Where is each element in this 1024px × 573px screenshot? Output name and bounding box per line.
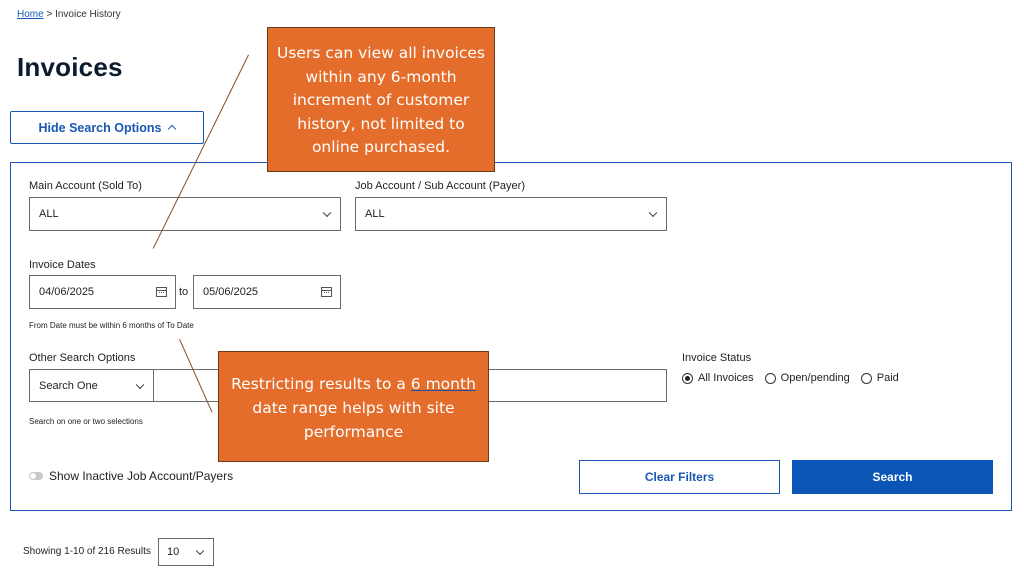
callout-bottom-text-pre: Restricting results to a bbox=[231, 375, 411, 393]
to-date-value: 05/06/2025 bbox=[203, 286, 259, 298]
hide-search-options-button[interactable]: Hide Search Options bbox=[10, 111, 204, 144]
chevron-up-icon bbox=[168, 124, 177, 134]
page-size-select[interactable]: 10 bbox=[158, 538, 214, 566]
annotation-callout-bottom: Restricting results to a 6 month date ra… bbox=[218, 351, 489, 462]
breadcrumb-separator: > bbox=[43, 9, 56, 20]
radio-paid-label[interactable]: Paid bbox=[876, 372, 899, 384]
toggle-switch-icon[interactable] bbox=[29, 472, 43, 480]
chevron-down-icon bbox=[135, 380, 145, 389]
from-date-input[interactable]: 04/06/2025 bbox=[29, 275, 176, 309]
callout-bottom-text-underlined: 6 month bbox=[410, 375, 476, 393]
callout-top-text: Users can view all invoices within any 6… bbox=[277, 44, 485, 156]
main-account-label: Main Account (Sold To) bbox=[29, 180, 142, 192]
radio-paid[interactable] bbox=[860, 372, 872, 384]
job-account-select[interactable]: ALL bbox=[355, 197, 667, 231]
invoice-status-radio-group: All Invoices Open/pending Paid bbox=[682, 372, 899, 384]
from-date-value: 04/06/2025 bbox=[39, 286, 95, 298]
inactive-accounts-label: Show Inactive Job Account/Payers bbox=[49, 469, 234, 483]
other-search-options-label: Other Search Options bbox=[29, 352, 136, 364]
breadcrumb: Home > Invoice History bbox=[17, 9, 121, 20]
chevron-down-icon bbox=[195, 546, 205, 556]
radio-open-pending-label[interactable]: Open/pending bbox=[780, 372, 850, 384]
search-button[interactable]: Search bbox=[792, 460, 993, 494]
calendar-icon[interactable] bbox=[321, 287, 332, 297]
other-search-hint: Search on one or two selections bbox=[29, 417, 143, 426]
to-date-input[interactable]: 05/06/2025 bbox=[193, 275, 341, 309]
search-one-select[interactable]: Search One bbox=[29, 369, 154, 402]
job-account-label: Job Account / Sub Account (Payer) bbox=[355, 180, 525, 192]
breadcrumb-current: Invoice History bbox=[55, 9, 121, 20]
page-title: Invoices bbox=[17, 52, 123, 82]
chevron-down-icon bbox=[322, 208, 332, 218]
radio-all-invoices[interactable] bbox=[682, 372, 693, 384]
date-range-hint: From Date must be within 6 months of To … bbox=[29, 321, 194, 330]
radio-open-pending[interactable] bbox=[764, 372, 776, 384]
calendar-icon[interactable] bbox=[156, 287, 167, 297]
clear-filters-button[interactable]: Clear Filters bbox=[579, 460, 780, 494]
results-count: Showing 1-10 of 216 Results bbox=[23, 546, 151, 557]
radio-all-invoices-label[interactable]: All Invoices bbox=[698, 372, 754, 384]
hide-search-options-label: Hide Search Options bbox=[38, 120, 162, 135]
page-size-value: 10 bbox=[167, 546, 180, 558]
breadcrumb-home-link[interactable]: Home bbox=[17, 9, 44, 20]
inactive-accounts-toggle[interactable]: Show Inactive Job Account/Payers bbox=[29, 469, 233, 483]
date-range-to-label: to bbox=[179, 286, 189, 298]
callout-bottom-text-post: date range helps with site performance bbox=[252, 399, 455, 441]
chevron-down-icon bbox=[648, 208, 658, 218]
job-account-value: ALL bbox=[365, 208, 385, 220]
search-one-value: Search One bbox=[39, 379, 98, 392]
annotation-callout-top: Users can view all invoices within any 6… bbox=[267, 27, 495, 172]
invoice-status-label: Invoice Status bbox=[682, 352, 752, 364]
invoice-dates-label: Invoice Dates bbox=[29, 259, 96, 271]
main-account-select[interactable]: ALL bbox=[29, 197, 341, 231]
main-account-value: ALL bbox=[39, 208, 59, 220]
